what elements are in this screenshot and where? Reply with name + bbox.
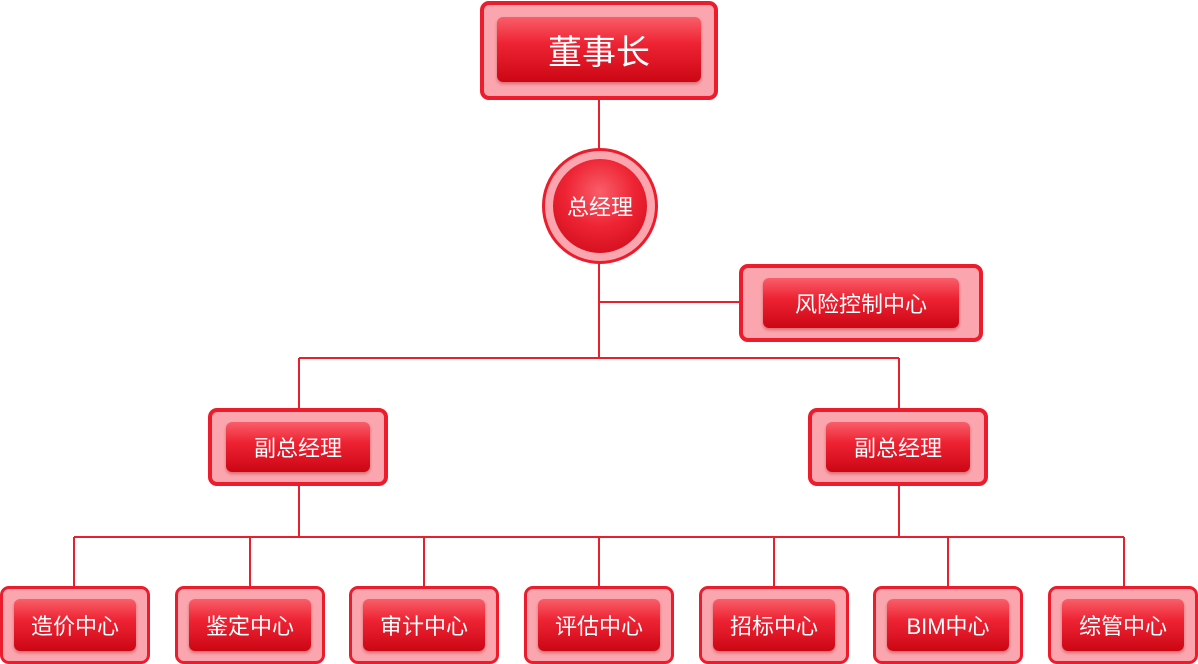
- chairman-label: 董事长: [497, 17, 701, 82]
- center-node-valuation: 评估中心: [524, 586, 674, 664]
- center-node-appraisal: 鉴定中心: [175, 586, 325, 664]
- risk-control-label: 风险控制中心: [763, 278, 959, 328]
- center-node-general-admin: 综管中心: [1048, 586, 1198, 664]
- general-manager-label: 总经理: [553, 159, 647, 253]
- center-node-bidding: 招标中心: [699, 586, 849, 664]
- center-label-bim: BIM中心: [887, 599, 1009, 651]
- chairman-node: 董事长: [480, 1, 718, 100]
- deputy-manager-node-left: 副总经理: [208, 408, 388, 486]
- risk-control-node: 风险控制中心: [739, 264, 983, 342]
- center-label-cost: 造价中心: [14, 599, 136, 651]
- general-manager-node: 总经理: [542, 148, 658, 264]
- deputy-manager-label-left: 副总经理: [226, 422, 370, 472]
- center-label-valuation: 评估中心: [538, 599, 660, 651]
- deputy-manager-node-right: 副总经理: [808, 408, 988, 486]
- center-label-general-admin: 综管中心: [1062, 599, 1184, 651]
- center-label-audit: 审计中心: [363, 599, 485, 651]
- center-node-audit: 审计中心: [349, 586, 499, 664]
- center-node-cost: 造价中心: [0, 586, 150, 664]
- center-label-appraisal: 鉴定中心: [189, 599, 311, 651]
- center-label-bidding: 招标中心: [713, 599, 835, 651]
- center-node-bim: BIM中心: [873, 586, 1023, 664]
- deputy-manager-label-right: 副总经理: [826, 422, 970, 472]
